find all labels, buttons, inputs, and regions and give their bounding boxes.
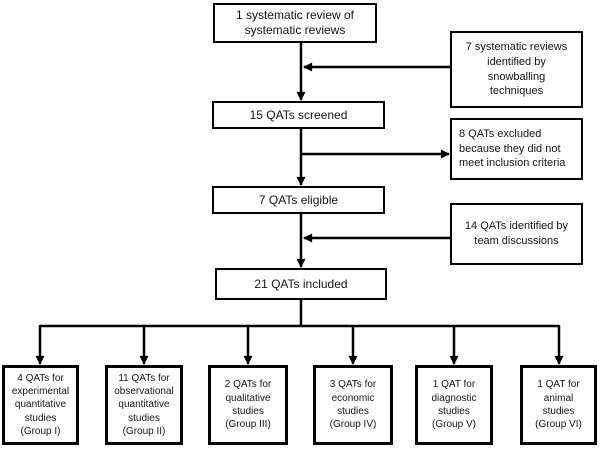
node-snowballing: 7 systematic reviews identified by snowb… [450,31,583,108]
node-screened: 15 QATs screened [212,101,385,129]
node-team: 14 QATs identified by team discussions [450,203,583,265]
node-group6: 1 QAT for animal studies (Group VI) [520,365,597,445]
node-included: 21 QATs included [215,268,387,300]
node-eligible: 7 QATs eligible [212,186,385,214]
node-start: 1 systematic review of systematic review… [213,3,377,43]
node-group5: 1 QAT for diagnostic studies (Group V) [415,365,493,445]
node-group3: 2 QATs for qualitative studies (Group II… [208,365,288,445]
node-group4: 3 QATs for economic studies (Group IV) [313,365,393,445]
node-excluded: 8 QATs excluded because they did not mee… [450,118,583,180]
node-group1: 4 QATs for experimental quantitative stu… [2,365,79,445]
node-group2: 11 QATs for observational quantitative s… [105,365,183,445]
